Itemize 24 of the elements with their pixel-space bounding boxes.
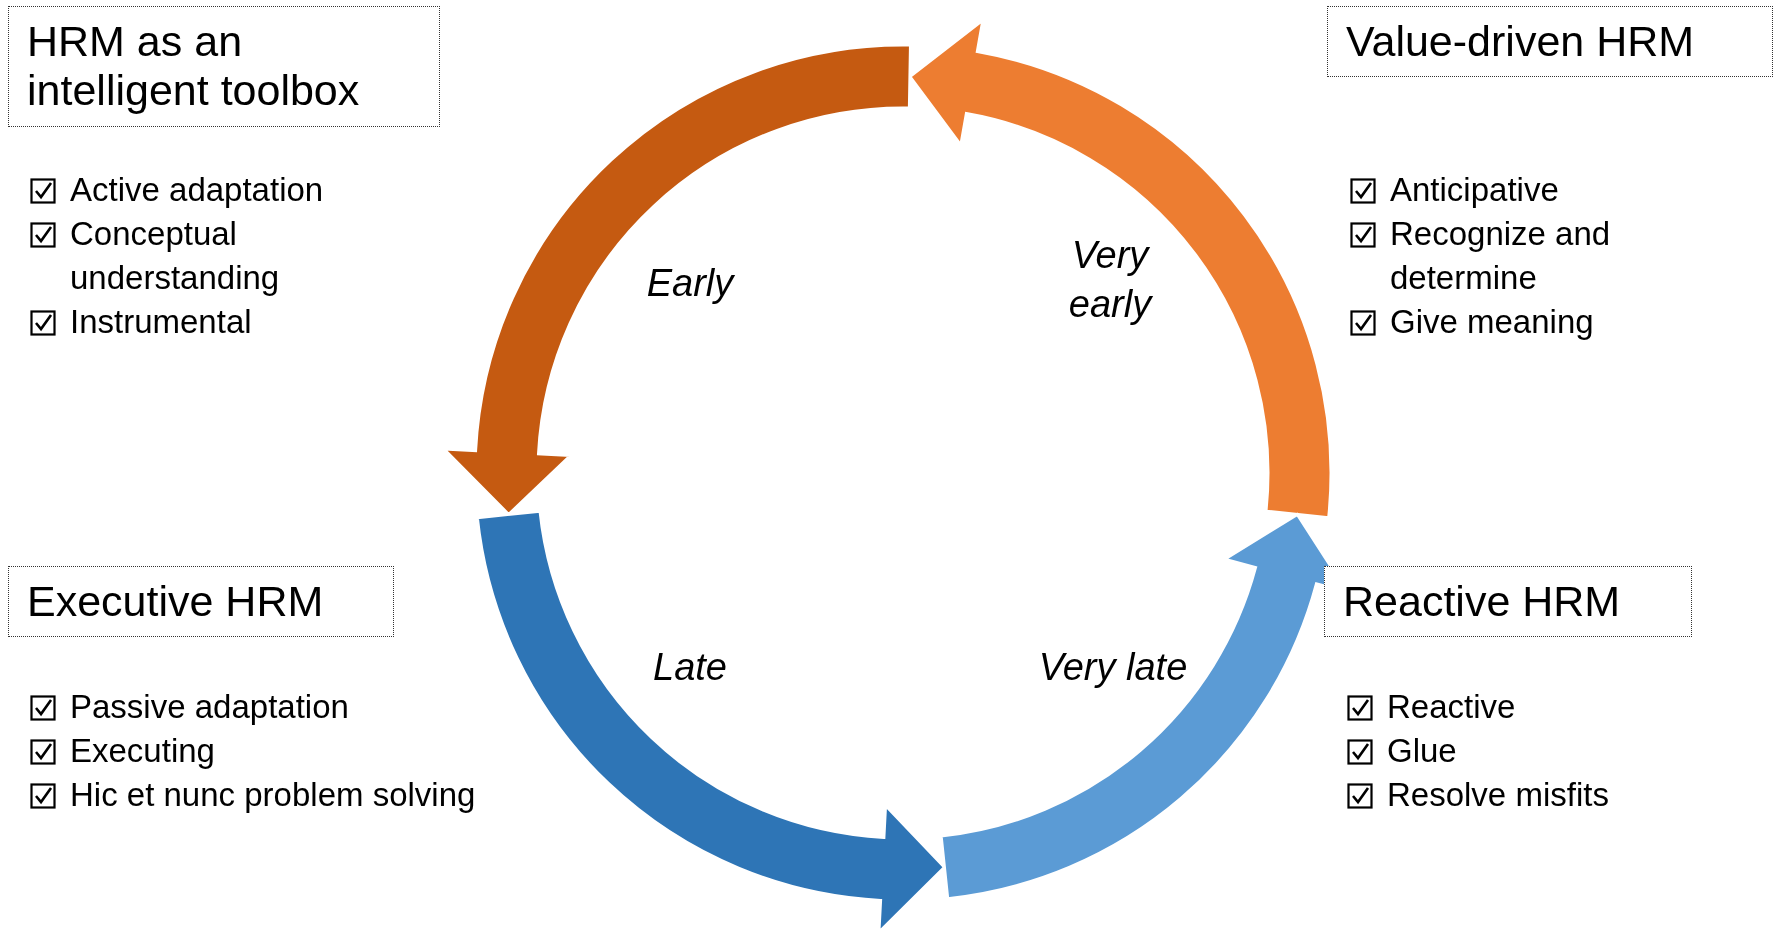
heading-box [1324,566,1692,638]
checklist-item: Give meaning [1390,302,1595,342]
phase-label: Very late [1037,645,1189,691]
checklist-item: Glue [1387,731,1458,771]
checklist-item: Instrumental [70,302,253,342]
box-heading: Executive HRM [27,577,325,627]
box-heading: Value-driven HRM [1346,17,1696,67]
heading-box [8,566,394,638]
box-heading: Reactive HRM [1343,577,1622,627]
checklist-item: Conceptual understanding [70,214,281,298]
heading-box [1327,6,1773,78]
phase-label: Early [645,261,736,307]
checklist-item: Active adaptation [70,170,325,210]
checklist-item: Executing [70,731,216,771]
phase-label: Late [652,645,728,691]
checklist-item: Passive adaptation [70,687,350,727]
box-heading: HRM as an intelligent toolbox [27,17,361,116]
checklist-item: Resolve misfits [1387,775,1610,815]
checklist-item: Hic et nunc problem solving [70,775,477,815]
checklist-item: Recognize and determine [1390,214,1612,298]
phase-label: Very early [1067,232,1154,327]
checklist-item: Anticipative [1390,170,1560,210]
checklist-item: Reactive [1387,687,1517,727]
heading-box [8,6,440,127]
